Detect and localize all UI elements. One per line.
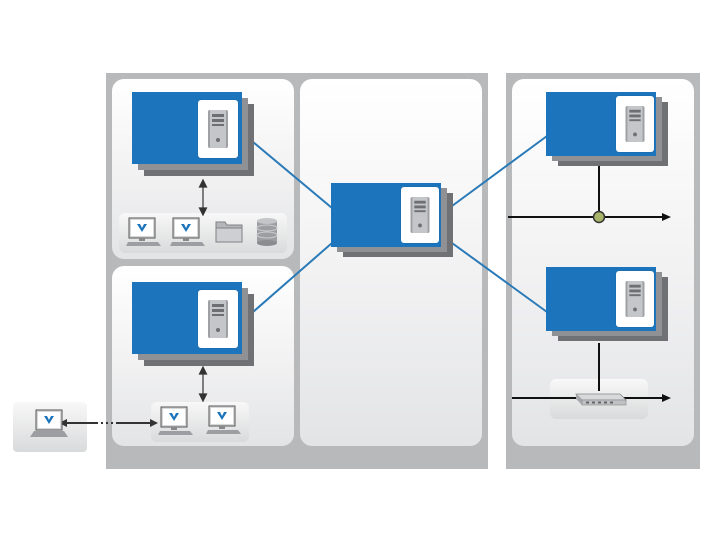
server-tower-icon — [410, 196, 430, 234]
server-tower-icon — [208, 300, 228, 338]
desktop-computer-icon — [126, 217, 161, 246]
server-top-right — [546, 92, 668, 166]
link-bottomleft-center — [252, 242, 333, 313]
laptop-icon — [30, 409, 68, 437]
server-tower-icon — [208, 110, 228, 148]
desktop-computer-icon — [158, 406, 193, 435]
link-center-topright — [451, 135, 548, 207]
desktop-computer-icon — [206, 405, 241, 434]
server-top-left — [132, 92, 254, 176]
double-arrow-icon — [59, 419, 67, 427]
database-icon — [256, 218, 278, 246]
link-center-bottomright — [451, 242, 548, 313]
bus-junction-node — [592, 210, 606, 224]
panel-center — [300, 79, 482, 446]
folder-icon — [215, 221, 243, 243]
server-tower-icon — [625, 105, 645, 143]
network-switch-icon — [575, 393, 627, 406]
server-center — [331, 183, 453, 257]
server-bottom-left — [132, 282, 254, 366]
desktop-computer-icon — [170, 217, 205, 246]
link-topleft-center — [252, 141, 333, 209]
server-tower-icon — [625, 280, 645, 318]
server-bottom-right — [546, 267, 668, 341]
